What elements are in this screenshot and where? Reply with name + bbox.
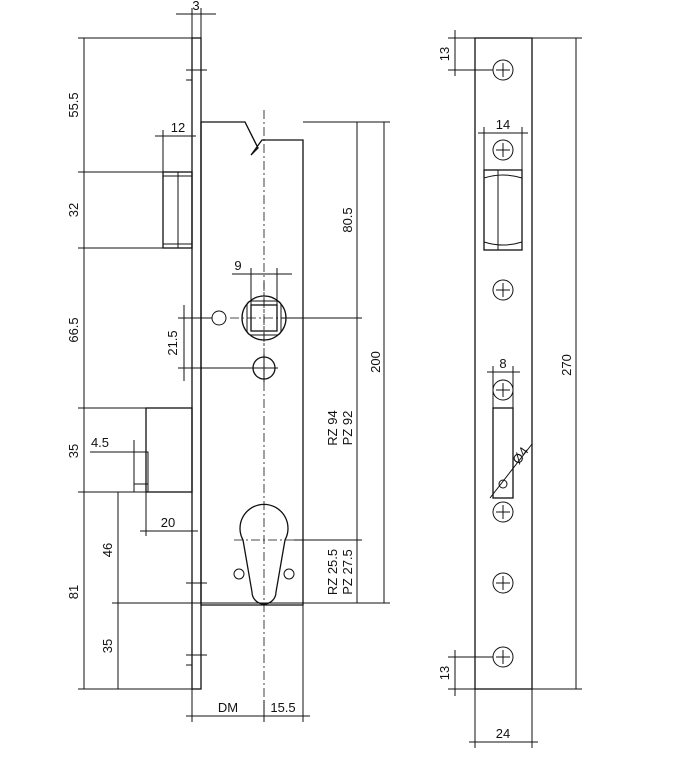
dim-bolt-throw-text: 20	[161, 515, 175, 530]
dim-plate-width-text: 24	[496, 726, 510, 741]
dim-case-height-text: 200	[368, 351, 383, 373]
screw-latch-top	[492, 139, 514, 161]
dim-side-top-screw-text: 13	[437, 47, 452, 61]
follower-hole	[211, 310, 227, 326]
dim-bolt-window-text: 8	[499, 356, 506, 371]
dim-pz-top-text: PZ 92	[340, 411, 355, 446]
dim-total-length-text: 270	[559, 354, 574, 376]
dim-spindle-to-hole	[178, 305, 253, 381]
dim-latch-window	[478, 127, 528, 170]
dim-cyl-low-text: 35	[100, 639, 115, 653]
dim-text: 3	[192, 0, 199, 13]
mounting-hole	[250, 354, 278, 382]
dim-bolt-throw	[140, 492, 198, 536]
latch-window	[483, 169, 523, 251]
dim-right-chain	[281, 121, 390, 604]
dim-cyl-to-bottom-text: 46	[100, 543, 115, 557]
front-plate	[474, 37, 533, 690]
front-plate-view: 13 14 8 Ø4 270	[437, 30, 582, 748]
dim-spindle-square-text: 9	[234, 258, 241, 273]
dim-lower-chain	[112, 492, 303, 689]
case-break	[244, 121, 259, 149]
dim-latch-depth	[155, 130, 196, 172]
dim-rz-top-text: RZ 94	[325, 410, 340, 445]
dim-side-bottom-screw-text: 13	[437, 666, 452, 680]
dim-latch-window-text: 14	[496, 117, 510, 132]
dim-latch-to-bolt: 66.5	[66, 317, 81, 342]
screw-mid	[492, 279, 514, 301]
dim-dm-text: DM	[218, 700, 238, 715]
dim-bolt-window	[487, 366, 520, 408]
dim-bolt-offset-text: 4.5	[91, 435, 109, 450]
dim-plate-width	[469, 689, 538, 748]
screw-bottom	[492, 646, 514, 668]
screw-top	[492, 59, 514, 81]
dim-backset-total-text: 80.5	[340, 207, 355, 232]
dim-side-top-screw	[448, 30, 493, 76]
dim-spindle-to-hole-text: 21.5	[165, 330, 180, 355]
spindle-hub	[230, 282, 300, 346]
dim-pz-bottom-text: PZ 27.5	[340, 549, 355, 595]
dim-rz-bottom-text: RZ 25.5	[325, 549, 340, 595]
screw-bolt-bottom	[492, 501, 514, 523]
screw-lower	[492, 572, 514, 594]
dim-spindle-square	[232, 268, 292, 305]
dim-latch-depth-text: 12	[171, 120, 185, 135]
dim-total-length	[532, 37, 582, 690]
bolt-window	[492, 407, 514, 499]
screw-bolt-top	[492, 379, 514, 401]
dim-side-bottom-screw	[448, 650, 493, 696]
dim-bottom-block: 81	[66, 585, 81, 599]
dim-top-to-latch: 55.5	[66, 92, 81, 117]
dim-bolt-offset	[90, 440, 148, 492]
faceplate-screw-marks	[186, 69, 207, 666]
side-elevation-view: 3 55.5 32 66.5 35 81 12 9	[66, 0, 390, 722]
dim-dm-offset-text: 15.5	[270, 700, 295, 715]
dim-latch-height: 32	[66, 203, 81, 217]
dim-left-chain	[78, 37, 192, 690]
latch-inner	[177, 171, 193, 249]
deadbolt	[145, 407, 193, 493]
dim-dm	[186, 605, 310, 722]
dim-hole-dia	[489, 443, 533, 499]
dim-faceplate-thickness: 3	[176, 0, 216, 38]
dim-bolt-height: 35	[66, 444, 81, 458]
